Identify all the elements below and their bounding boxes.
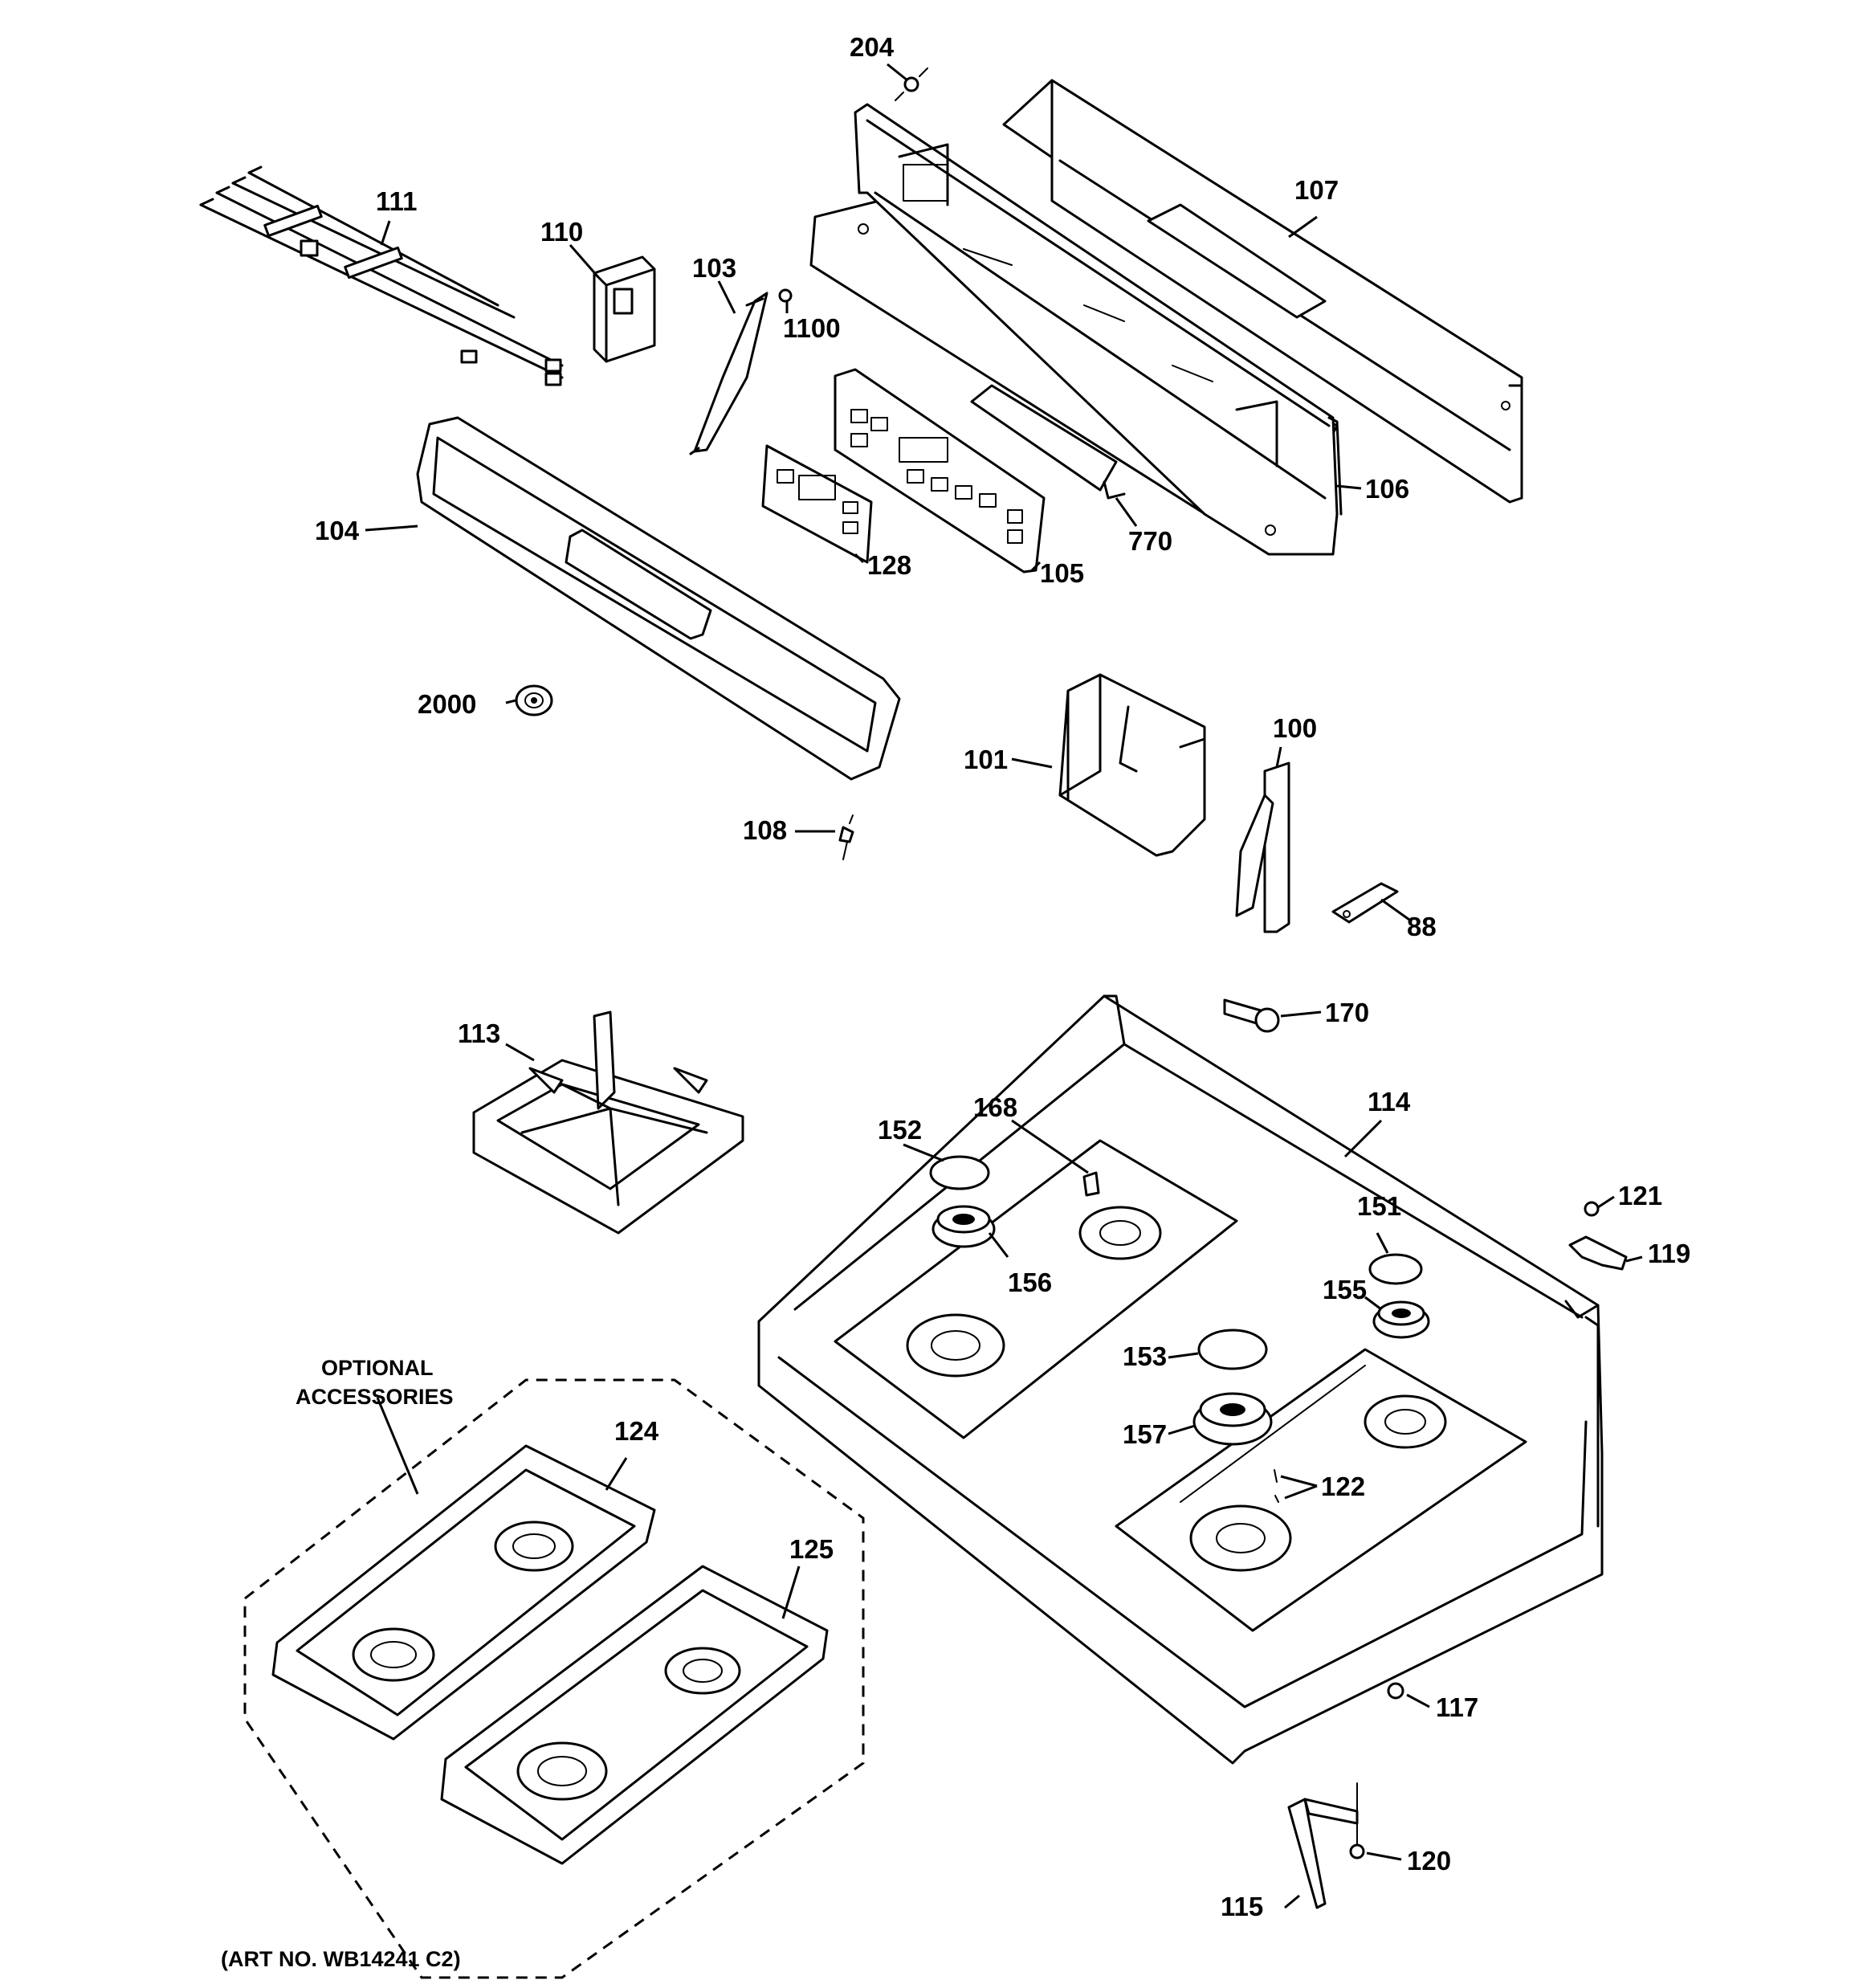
burner-cap-153 — [1197, 1329, 1268, 1370]
burner-cap-152 — [929, 1155, 990, 1190]
label-204: 204 — [850, 32, 895, 62]
clip-88 — [1331, 882, 1399, 924]
label-170: 170 — [1325, 998, 1369, 1027]
optional-accessories-line1: OPTIONAL — [321, 1356, 434, 1380]
screw-120 — [1349, 1782, 1365, 1859]
label-770: 770 — [1128, 526, 1172, 556]
label-128: 128 — [867, 550, 911, 580]
label-1100: 1100 — [783, 313, 841, 343]
label-108: 108 — [743, 815, 787, 845]
label-107: 107 — [1294, 175, 1339, 205]
nut-117 — [1387, 1682, 1404, 1700]
screw-108 — [838, 814, 854, 860]
label-151: 151 — [1357, 1191, 1401, 1221]
label-101: 101 — [964, 745, 1008, 774]
label-157: 157 — [1123, 1419, 1167, 1449]
bracket-119 — [1568, 1235, 1628, 1271]
spark-module-110 — [593, 255, 656, 363]
label-100: 100 — [1273, 713, 1317, 743]
label-88: 88 — [1407, 912, 1437, 941]
leader-lines — [365, 63, 1643, 1909]
bracket-100 — [1235, 761, 1290, 933]
part-labels: 204 107 111 110 103 1100 106 104 128 770… — [315, 32, 1690, 1921]
electrode-122 — [1274, 1469, 1279, 1503]
label-119: 119 — [1648, 1239, 1690, 1268]
support-rod-115 — [1287, 1798, 1359, 1909]
label-114: 114 — [1368, 1087, 1411, 1116]
label-120: 120 — [1407, 1846, 1451, 1876]
screw-121 — [1584, 1201, 1600, 1217]
burner-head-156 — [932, 1205, 996, 1248]
bracket-770 — [970, 384, 1126, 500]
screw-1100 — [778, 288, 793, 303]
label-153: 153 — [1123, 1341, 1167, 1371]
label-125: 125 — [789, 1534, 834, 1564]
backguard-panel-106 — [809, 103, 1343, 556]
drip-pan-125 — [440, 1565, 829, 1865]
screw-170 — [1223, 998, 1280, 1033]
label-106: 106 — [1365, 474, 1409, 504]
optional-accessories-line2: ACCESSORIES — [296, 1385, 454, 1409]
label-156: 156 — [1008, 1268, 1052, 1297]
label-113: 113 — [458, 1018, 500, 1048]
drip-pan-124 — [271, 1444, 656, 1741]
control-board-105 — [834, 368, 1046, 574]
rear-cover-107 — [1002, 79, 1523, 504]
label-121: 121 — [1618, 1181, 1662, 1210]
label-103: 103 — [692, 253, 736, 283]
wire-harness-111 — [199, 165, 564, 386]
electrode-168 — [1082, 1171, 1100, 1197]
burner-box-101 — [1058, 673, 1206, 857]
control-panel-104 — [416, 416, 901, 781]
label-155: 155 — [1323, 1275, 1367, 1304]
label-110: 110 — [540, 217, 583, 247]
burner-head-157 — [1192, 1392, 1273, 1446]
label-152: 152 — [878, 1115, 922, 1145]
label-124: 124 — [614, 1416, 659, 1446]
art-number: (ART NO. WB14241 C2) — [221, 1947, 461, 1971]
label-104: 104 — [315, 516, 360, 545]
label-115: 115 — [1221, 1892, 1263, 1921]
label-117: 117 — [1436, 1692, 1478, 1722]
label-168: 168 — [973, 1092, 1017, 1122]
bracket-103 — [689, 292, 768, 455]
label-111: 111 — [376, 186, 417, 216]
screw-204 — [895, 67, 928, 101]
burner-cap-151 — [1368, 1253, 1423, 1285]
label-105: 105 — [1040, 558, 1084, 588]
burner-head-155 — [1372, 1300, 1430, 1339]
cooktop-114 — [757, 994, 1604, 1765]
knob-2000 — [515, 684, 553, 716]
label-122: 122 — [1321, 1472, 1365, 1501]
display-board-128 — [761, 444, 873, 564]
burner-grate-113 — [472, 1010, 744, 1235]
optional-accessories-boundary — [243, 1378, 865, 1979]
label-2000: 2000 — [418, 689, 476, 719]
